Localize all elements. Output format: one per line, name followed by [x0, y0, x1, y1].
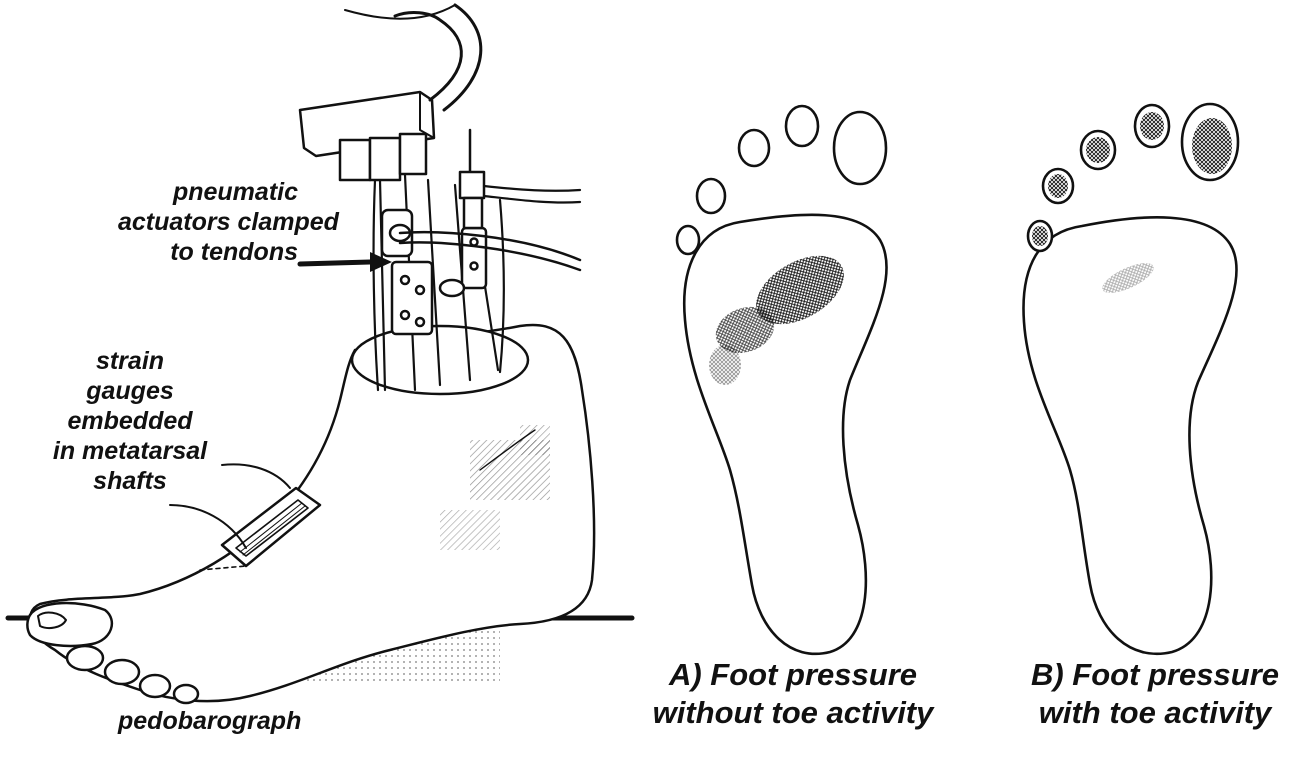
strain-gauges-label-line: shafts: [40, 466, 220, 496]
toe-5: [174, 685, 198, 703]
tendon-clamp-lower: [392, 262, 432, 334]
strain-gauges-label-line: in metatarsal: [40, 436, 220, 466]
footprint-a-toe-1: [834, 112, 886, 184]
footprint-a-toe-5: [677, 226, 699, 254]
caption-b-line: with toe activity: [1000, 694, 1310, 732]
actuators-label-line: to tendons: [118, 237, 298, 267]
air-hose: [395, 13, 461, 100]
gauge-leader: [222, 464, 290, 488]
footprint-a: [677, 106, 887, 654]
toe-2: [67, 646, 103, 670]
actuator-arrow: [300, 262, 370, 264]
toe-4: [140, 675, 170, 697]
strain-gauges-label-line: gauges: [40, 376, 220, 406]
caption-a: A) Foot pressure without toe activity: [633, 656, 953, 732]
actuators-label: pneumatic actuators clamped to tendons: [118, 177, 298, 267]
caption-b-line: B) Foot pressure: [1000, 656, 1310, 694]
strain-gauges-label-line: embedded: [40, 406, 220, 436]
strain-gauges-label-line: strain: [40, 346, 220, 376]
pedobarograph-label: pedobarograph: [118, 706, 301, 736]
actuators-label-line: pneumatic: [118, 177, 298, 207]
footprint-a-toe-2: [786, 106, 818, 146]
caption-b: B) Foot pressure with toe activity: [1000, 656, 1310, 732]
toe-3: [105, 660, 139, 684]
caption-a-line: without toe activity: [633, 694, 953, 732]
footprint-b: [1023, 104, 1238, 654]
footprint-a-toe-4: [697, 179, 725, 213]
actuators-label-line: actuators clamped: [118, 207, 298, 237]
caption-a-line: A) Foot pressure: [633, 656, 953, 694]
strain-gauges-label: strain gauges embedded in metatarsal sha…: [40, 346, 220, 496]
footprint-a-toe-3: [739, 130, 769, 166]
